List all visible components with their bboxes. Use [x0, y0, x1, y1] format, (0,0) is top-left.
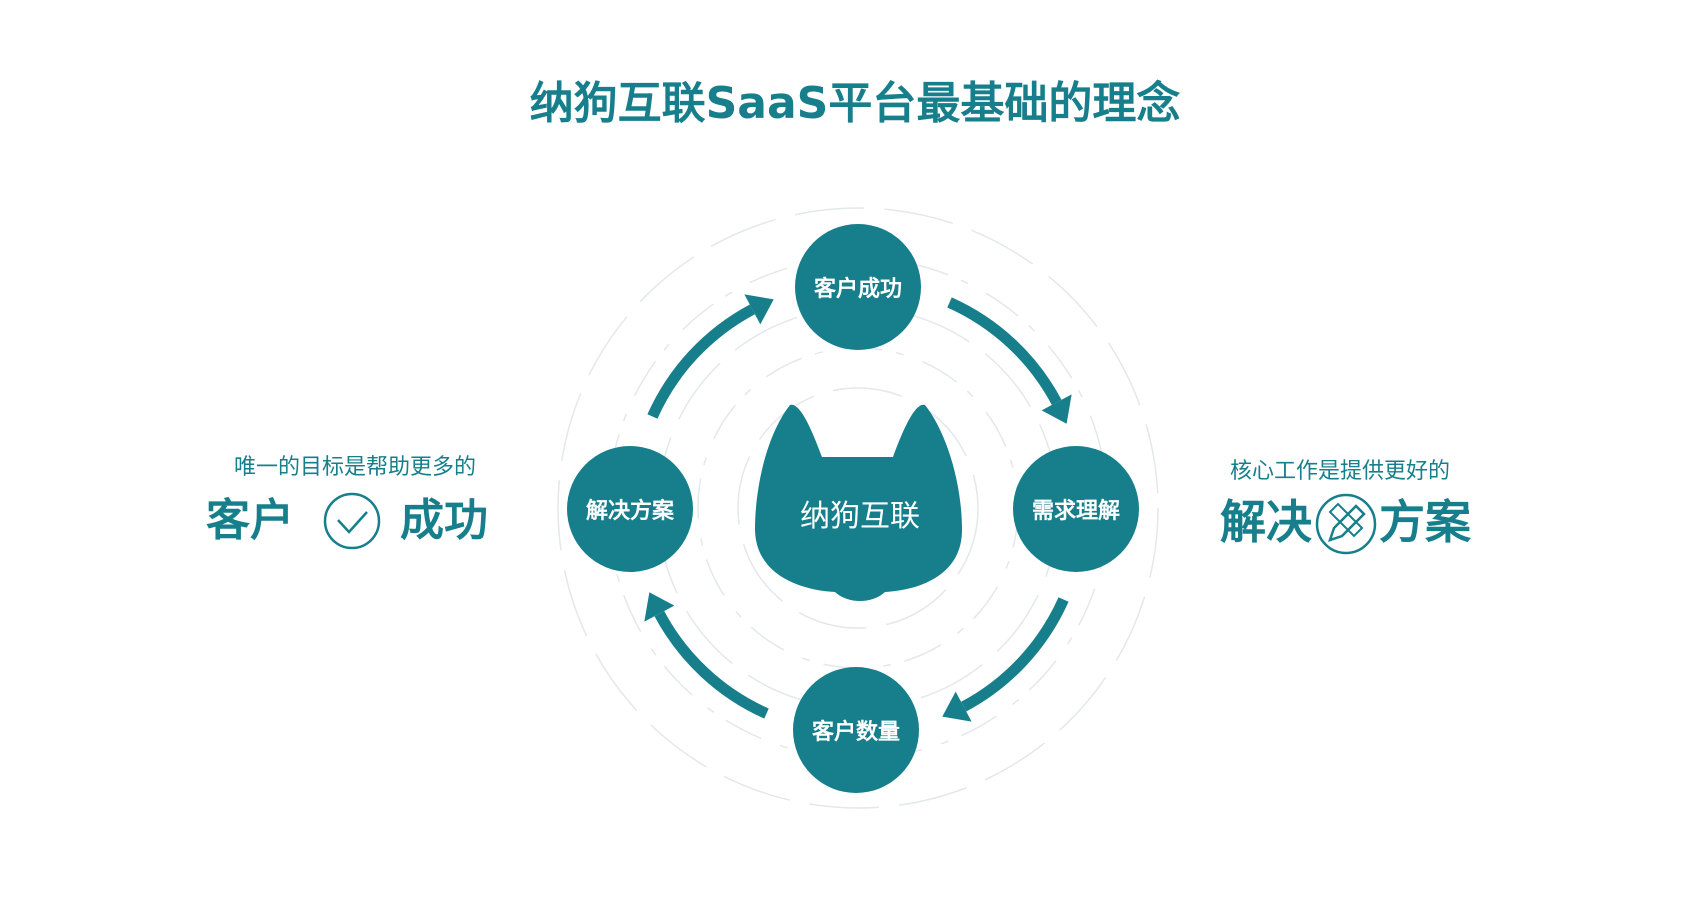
arrow-shaft [961, 597, 1069, 712]
right-word-2: 方案 [1379, 495, 1472, 549]
check-circle-icon [323, 492, 381, 550]
circuit-ring [557, 207, 1159, 809]
node-customer-count: 客户数量 [793, 667, 919, 793]
node-label: 解决方案 [586, 498, 675, 524]
pencil-ruler-icon [1315, 493, 1377, 555]
node-solution: 解决方案 [567, 446, 693, 572]
arrow-head-icon [942, 691, 972, 722]
arrow-head-icon [744, 294, 774, 325]
left-word-2: 成功 [400, 495, 488, 546]
right-word-1: 解决 [1220, 495, 1312, 549]
left-word-1: 客户 [206, 495, 294, 546]
right-subtitle: 核心工作是提供更好的 [1230, 459, 1450, 484]
page-title: 纳狗互联SaaS平台最基础的理念 [530, 78, 1181, 129]
cycle-arrows [644, 294, 1072, 722]
node-label: 需求理解 [1032, 498, 1120, 524]
arrow-head-icon [1041, 394, 1072, 424]
circuit-ring [737, 387, 979, 629]
node-requirement-understanding: 需求理解 [1013, 446, 1139, 572]
center-logo: 纳狗互联 [755, 404, 962, 601]
arrow-shaft [647, 304, 755, 419]
left-slogan: 唯一的目标是帮助更多的 客户 成功 [206, 455, 488, 550]
cat-head-icon [755, 404, 962, 601]
node-label: 客户成功 [814, 276, 902, 302]
node-customer-success: 客户成功 [795, 224, 921, 350]
center-label: 纳狗互联 [800, 499, 920, 534]
node-label: 客户数量 [812, 719, 900, 745]
right-slogan: 核心工作是提供更好的 解决 方案 [1220, 459, 1472, 555]
arrow-head-icon [644, 592, 675, 622]
left-subtitle: 唯一的目标是帮助更多的 [234, 455, 476, 480]
arrow-shaft [947, 297, 1062, 405]
arrow-shaft [654, 611, 769, 719]
